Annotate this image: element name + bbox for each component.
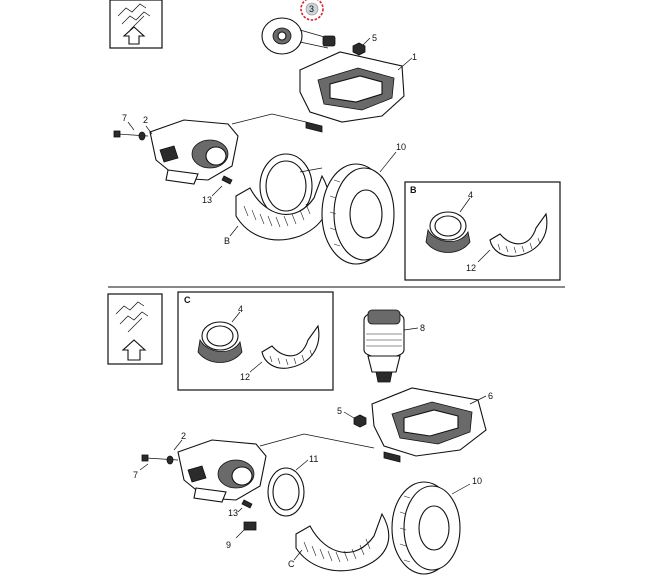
callout-12-inset-c: 12: [240, 372, 250, 382]
inset-b-title: B: [410, 185, 417, 195]
brake-caliper-part-6: 6: [371, 387, 493, 463]
brake-caliper-part-1: 1: [299, 51, 417, 133]
inset-c: C 4 12: [177, 291, 334, 391]
screw-part-13-bottom: 13: [228, 499, 253, 518]
callout-2: 2: [143, 115, 148, 125]
callout-B-top: B: [224, 236, 230, 246]
inset-c-shield: 12: [240, 324, 320, 382]
callout-12-inset-b: 12: [466, 263, 476, 273]
inset-b: B 4 12: [404, 181, 561, 281]
callout-9: 9: [226, 540, 231, 550]
callout-10-top: 10: [396, 142, 406, 152]
brake-disc-part-10-top: 10: [321, 142, 406, 265]
callout-5-bottom: 5: [337, 406, 342, 416]
callout-7: 7: [122, 113, 127, 123]
callout-4-inset-b: 4: [468, 190, 473, 200]
inset-b-shield: 12: [466, 212, 548, 273]
callout-4-inset-c: 4: [238, 304, 243, 314]
washer-part-2: 2: [138, 115, 153, 141]
washer-part-2-bottom: 2: [166, 431, 186, 465]
dust-shield-bottom: C: [288, 512, 390, 572]
clip-part-9: 9: [226, 521, 257, 550]
steering-knuckle-top: [149, 119, 239, 185]
orientation-bottom-icon: [107, 293, 163, 365]
orientation-top-icon: [109, 0, 163, 49]
callout-13-bottom: 13: [228, 508, 238, 518]
inset-c-title: C: [184, 295, 191, 305]
seal-ring-top: [259, 153, 323, 219]
callout-8: 8: [420, 323, 425, 333]
air-spring-part-8: 8: [363, 309, 425, 383]
highlight-callout-3: 3: [300, 0, 324, 21]
screw-part-13: 13: [202, 175, 233, 205]
sensor-ring-part-3: [261, 17, 336, 55]
callout-C-bottom: C: [288, 559, 295, 569]
callout-5: 5: [372, 33, 377, 43]
callout-10-bottom: 10: [472, 476, 482, 486]
inset-c-seal-ring: 4: [197, 304, 243, 363]
callout-13: 13: [202, 195, 212, 205]
bolt-part-5-bottom: 5: [337, 406, 367, 428]
callout-7-bottom: 7: [133, 470, 138, 480]
callout-11: 11: [309, 454, 318, 464]
callout-3: 3: [309, 4, 314, 14]
brake-disc-part-10-bottom: 10: [391, 476, 482, 575]
callout-2-bottom: 2: [181, 431, 186, 441]
inset-b-seal-ring: 4: [425, 190, 473, 253]
steering-knuckle-bottom: [177, 439, 267, 503]
seal-ring-part-11: 11: [267, 454, 318, 517]
bolt-part-5: 5: [352, 33, 377, 56]
callout-1: 1: [412, 52, 417, 62]
callout-6: 6: [488, 391, 493, 401]
